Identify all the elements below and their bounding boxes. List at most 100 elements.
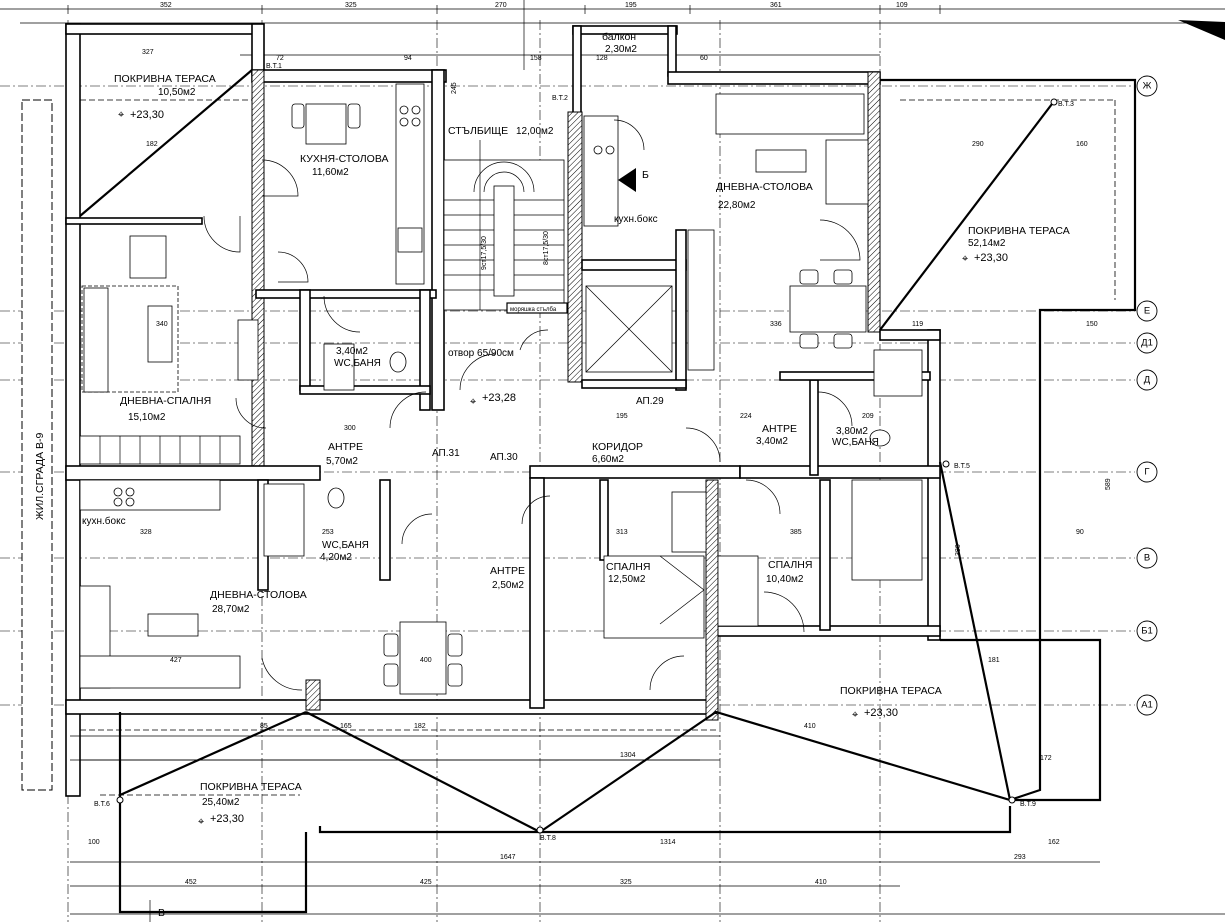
apartment-29-label: АП.29 (636, 396, 664, 407)
dim-misc: 60 (700, 55, 708, 62)
dim-misc: 85 (260, 723, 268, 730)
balcony-area: 2,30м2 (605, 44, 637, 55)
dim-bottom2-3: 293 (1014, 854, 1026, 861)
axis-bubble-g: Г (1144, 467, 1149, 478)
dim-misc: 181 (988, 657, 1000, 664)
corridor-area: 6,60м2 (592, 454, 624, 465)
section-mark-v: В (158, 907, 165, 919)
dim-misc: 209 (862, 413, 874, 420)
dim-misc: 313 (616, 529, 628, 536)
living-dining-sw-area: 28,70м2 (212, 604, 250, 615)
wc-bath-1-name: WC,БАНЯ (334, 358, 381, 369)
dim-top-5: 361 (770, 2, 782, 9)
gutter-vt3: В.Т.3 (1058, 101, 1074, 108)
elevation-marker: ⌖ (470, 396, 476, 408)
bedroom-2-name: СПАЛНЯ (768, 559, 812, 571)
dim-misc: 90 (1076, 529, 1084, 536)
roof-terrace-e-elev: +23,30 (974, 252, 1008, 264)
wc-bath-2-name: WC,БАНЯ (832, 437, 879, 448)
exterior-walls (65, 23, 941, 797)
interior-dimensions: 327 72 94 158 128 60 245 182 290 160 340… (88, 49, 1112, 846)
balcony-name: балкон (602, 31, 636, 43)
top-dimension-chain: 352 325 270 195 361 109 (0, 2, 1225, 56)
kitchen-dining-name: КУХНЯ-СТОЛОВА (300, 153, 389, 165)
dim-misc: 172 (1040, 755, 1052, 762)
dim-misc: 400 (420, 657, 432, 664)
dim-misc: 158 (530, 55, 542, 62)
dim-misc: 336 (770, 321, 782, 328)
elevation-marker: ⌖ (852, 709, 858, 721)
corridor-name: КОРИДОР (592, 441, 643, 453)
dim-misc: 100 (88, 839, 100, 846)
roof-terrace-s-elev: +23,30 (210, 813, 244, 825)
landing-elev: +23,28 (482, 392, 516, 404)
wc-bath-1-area: 3,40м2 (336, 346, 368, 357)
dim-misc: 94 (404, 55, 412, 62)
dim-row-1304: 1304 (620, 752, 636, 759)
gutter-vt5: В.Т.5 (954, 463, 970, 470)
hall-2-name: АНТРЕ (762, 423, 797, 435)
stair-ladder-label: моряшка стълба (510, 307, 557, 313)
dim-bottom2-2: 1314 (660, 839, 676, 846)
dim-misc: 340 (156, 321, 168, 328)
gutter-vt8: В.Т.8 (540, 835, 556, 842)
apartment-31-label: АП.31 (432, 448, 460, 459)
roof-terrace-se-elev: +23,30 (864, 707, 898, 719)
wc-bath-3-area: 4,20м2 (320, 552, 352, 563)
hall-3-area: 2,50м2 (492, 580, 524, 591)
apartment-30-label: АП.30 (490, 452, 518, 463)
dim-misc: 385 (790, 529, 802, 536)
stairwell-name: СТЪЛБИЩЕ (448, 125, 508, 137)
axis-bubble-d1: Д1 (1141, 338, 1153, 349)
bedroom-2-area: 10,40м2 (766, 574, 804, 585)
apartment-labels: АП.31 АП.30 АП.29 (432, 396, 664, 463)
gutter-vt6: В.Т.6 (94, 801, 110, 808)
wc-bath-3-name: WC,БАНЯ (322, 540, 369, 551)
dim-misc: 160 (1076, 141, 1088, 148)
gutter-vt9: В.Т.9 (1020, 801, 1036, 808)
furniture (79, 83, 923, 695)
dim-misc: 253 (322, 529, 334, 536)
kitchen-box-sw-name: кухн.бокс (82, 515, 126, 527)
dim-top-6: 109 (896, 2, 908, 9)
living-bedroom-area: 15,10м2 (128, 412, 166, 423)
dim-misc: 386 (955, 544, 962, 556)
elevation-marker: ⌖ (962, 253, 968, 265)
dim-bottom1-3: 325 (620, 879, 632, 886)
living-dining-ne-name: ДНЕВНА-СТОЛОВА (716, 181, 813, 193)
living-dining-ne-area: 22,80м2 (718, 200, 756, 211)
dim-bottom1-2: 425 (420, 879, 432, 886)
bottom-dimension-chain: 1304 1647 1314 293 452 425 325 410 (70, 735, 1225, 915)
axis-bubble-v: В (1144, 553, 1150, 564)
roof-terrace-e-area: 52,14м2 (968, 238, 1006, 249)
roof-terrace-s-area: 25,40м2 (202, 797, 240, 808)
dim-misc: 182 (414, 723, 426, 730)
dim-misc: 427 (170, 657, 182, 664)
dim-misc: 165 (340, 723, 352, 730)
gutter-vt2: В.Т.2 (552, 95, 568, 102)
roof-terrace-nw-elev: +23,30 (130, 109, 164, 121)
dim-misc: 327 (142, 49, 154, 56)
door-swings (203, 119, 861, 691)
dim-bottom1-1: 452 (185, 879, 197, 886)
axis-bubble-b1: Б1 (1141, 626, 1153, 637)
axis-bubble-zh: Ж (1143, 81, 1152, 92)
hall-1-name: АНТРЕ (328, 441, 363, 453)
gutter-labels: В.Т.1 В.Т.2 В.Т.3 В.Т.5 В.Т.6 В.Т.8 В.Т.… (94, 63, 1074, 842)
hall-3-name: АНТРЕ (490, 565, 525, 577)
roof-terrace-se-name: ПОКРИВНА ТЕРАСА (840, 685, 942, 697)
axis-bubble-d: Д (1144, 375, 1151, 386)
dim-misc: 182 (146, 141, 158, 148)
dim-misc: 195 (616, 413, 628, 420)
dim-misc: 162 (1048, 839, 1060, 846)
kitchen-box-ne-name: кухн.бокс (614, 213, 658, 225)
roof-terraces (79, 69, 1137, 914)
roof-terrace-nw-area: 10,50м2 (158, 87, 196, 98)
dim-misc: 72 (276, 55, 284, 62)
axis-bubble-e: Е (1144, 306, 1150, 317)
bedroom-1-name: СПАЛНЯ (606, 561, 650, 573)
dim-misc: 328 (140, 529, 152, 536)
neighbour-building: ЖИЛ.СГРАДА В-9 (21, 99, 53, 791)
elevation-marker: ⌖ (198, 816, 204, 828)
